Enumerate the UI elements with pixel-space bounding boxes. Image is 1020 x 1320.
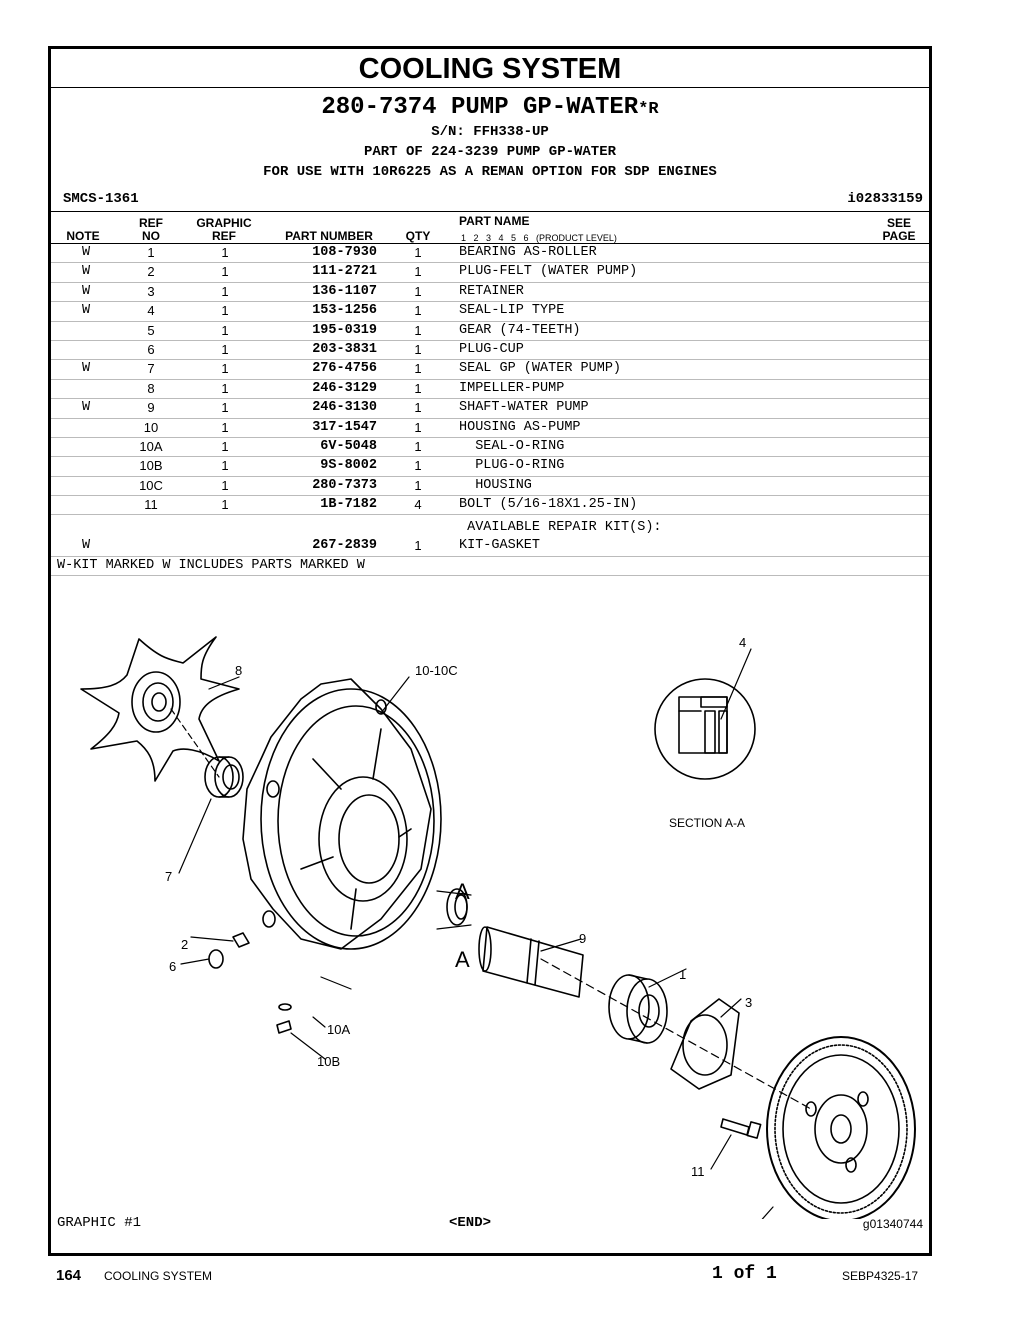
- lip-seal-drawing: [446, 888, 468, 926]
- part-of-line: PART OF 224-3239 PUMP GP-WATER: [363, 144, 617, 160]
- housing-drawing: [242, 678, 442, 950]
- smcs-code: SMCS-1361: [63, 191, 139, 207]
- section-label: SECTION A-A: [669, 816, 745, 830]
- section-mark-a-top: A: [455, 879, 470, 904]
- page-number: 164: [56, 1267, 82, 1284]
- retainer-drawing: [670, 998, 740, 1090]
- graphic-label: GRAPHIC #1: [57, 1215, 142, 1231]
- col-qty: QTY: [405, 229, 431, 243]
- exploded-view-diagram: 8 10-10C 4 7 2 6 9 1 3 10A 10B 11 5 A A …: [80, 635, 916, 1219]
- parts-page-frame: COOLING SYSTEM 280-7374 PUMP GP-WATER*R …: [48, 46, 932, 1256]
- col-ref-top: REF: [139, 216, 163, 230]
- oring-plug-drawing: [276, 1003, 292, 1034]
- bolt-drawing: [720, 1118, 762, 1139]
- end-label: <END>: [449, 1215, 492, 1231]
- col-see-top: SEE: [886, 216, 911, 230]
- callout-7: 7: [165, 869, 172, 884]
- callout-3: 3: [745, 995, 752, 1010]
- section-mark-a-bottom: A: [455, 947, 470, 972]
- callout-6: 6: [169, 959, 176, 974]
- callout-11: 11: [691, 1164, 705, 1179]
- col-product-level: 1 2 3 4 5 6 (PRODUCT LEVEL): [461, 233, 617, 243]
- section-view-drawing: [654, 678, 756, 780]
- callout-10b: 10B: [317, 1054, 340, 1069]
- col-part-number: PART NUMBER: [285, 229, 373, 243]
- footnote: W-KIT MARKED W INCLUDES PARTS MARKED W: [57, 557, 365, 573]
- kit-heading-row: AVAILABLE REPAIR KIT(S):: [51, 515, 929, 537]
- system-title: COOLING SYSTEM: [358, 53, 622, 85]
- impeller-drawing: [80, 636, 240, 782]
- divider: [51, 211, 929, 212]
- leader-lines: [170, 648, 812, 1219]
- gear-drawing: [766, 1036, 916, 1219]
- footer-section: COOLING SYSTEM: [104, 1269, 213, 1283]
- footnote-row: W-KIT MARKED W INCLUDES PARTS MARKED W: [51, 557, 929, 577]
- col-graphic-top: GRAPHIC: [196, 216, 252, 230]
- callout-2: 2: [181, 937, 188, 952]
- page-of: 1 of 1: [712, 1264, 777, 1284]
- col-see-bottom: PAGE: [882, 229, 916, 243]
- group-title: 280-7374 PUMP GP-WATER*R: [51, 95, 929, 123]
- bearing-drawing: [608, 974, 668, 1044]
- group-title-suffix: *R: [638, 100, 659, 119]
- divider: [51, 243, 929, 244]
- callout-1: 1: [679, 967, 686, 982]
- callout-9: 9: [579, 931, 586, 946]
- callout-10-10c: 10-10C: [415, 663, 458, 678]
- callout-8: 8: [235, 663, 242, 678]
- col-ref-bottom: NO: [142, 229, 160, 243]
- use-with-line: FOR USE WITH 10R6225 AS A REMAN OPTION F…: [263, 164, 717, 180]
- kit-heading: AVAILABLE REPAIR KIT(S):: [459, 520, 662, 536]
- col-part-name: PART NAME: [459, 214, 530, 228]
- graphic-number: g01340744: [862, 1217, 923, 1231]
- seal-group-drawing: [204, 756, 244, 798]
- col-note: NOTE: [66, 229, 100, 243]
- group-title-text: 280-7374 PUMP GP-WATER: [321, 94, 639, 121]
- illustration-id: i02833159: [847, 191, 923, 207]
- doc-id: SEBP4325-17: [842, 1269, 919, 1283]
- callout-4: 4: [739, 635, 746, 650]
- serial-range: S/N: FFH338-UP: [431, 124, 549, 140]
- col-graphic-bottom: REF: [212, 229, 236, 243]
- divider: [51, 87, 929, 88]
- callout-10a: 10A: [327, 1022, 350, 1037]
- shaft-drawing: [478, 926, 584, 998]
- plug-drawing: [208, 932, 250, 969]
